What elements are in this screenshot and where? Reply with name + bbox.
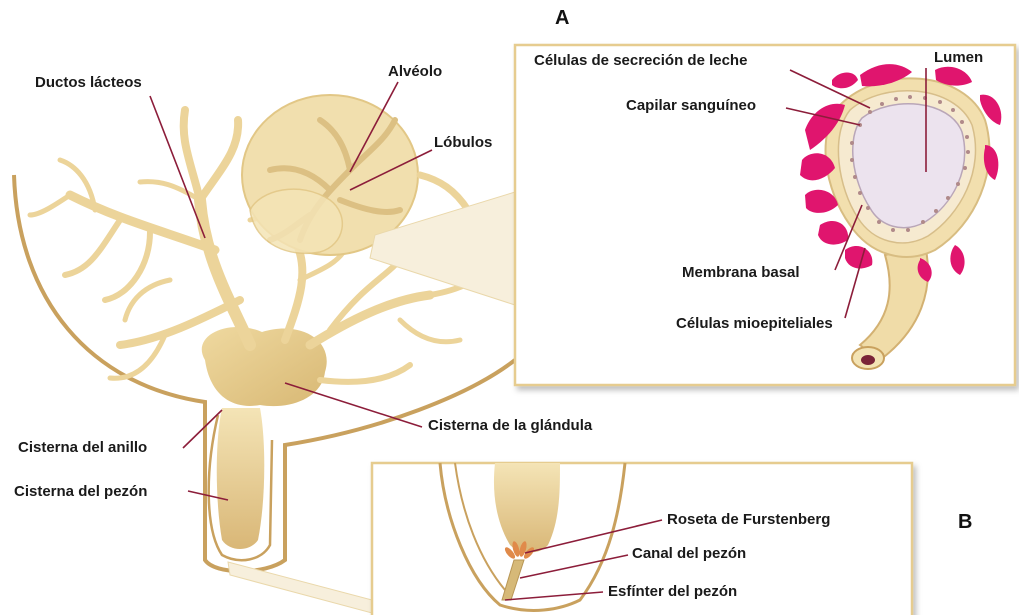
label-esfinter: Esfínter del pezón: [608, 584, 737, 599]
panel-letter-a: A: [555, 8, 569, 28]
label-celulas-secrecion: Células de secreción de leche: [534, 53, 747, 68]
label-lumen: Lumen: [934, 50, 983, 65]
label-mioepiteliales: Células mioepiteliales: [676, 316, 833, 331]
label-ductos-lacteos: Ductos lácteos: [35, 75, 142, 90]
label-roseta: Roseta de Furstenberg: [667, 512, 830, 527]
label-capilar: Capilar sanguíneo: [626, 98, 756, 113]
teat-cistern: [217, 408, 265, 549]
zoom-connector-b: [228, 562, 372, 613]
panel-letter-b: B: [958, 512, 972, 532]
label-canal: Canal del pezón: [632, 546, 746, 561]
label-lobulos: Lóbulos: [434, 135, 492, 150]
label-membrana: Membrana basal: [682, 265, 800, 280]
label-alveolo: Alvéolo: [388, 64, 442, 79]
label-cisterna-glandula: Cisterna de la glándula: [428, 418, 592, 433]
side-duct: [420, 175, 468, 210]
label-cisterna-pezon: Cisterna del pezón: [14, 484, 147, 499]
gland-cistern: [202, 327, 327, 406]
label-cisterna-anillo: Cisterna del anillo: [18, 440, 147, 455]
